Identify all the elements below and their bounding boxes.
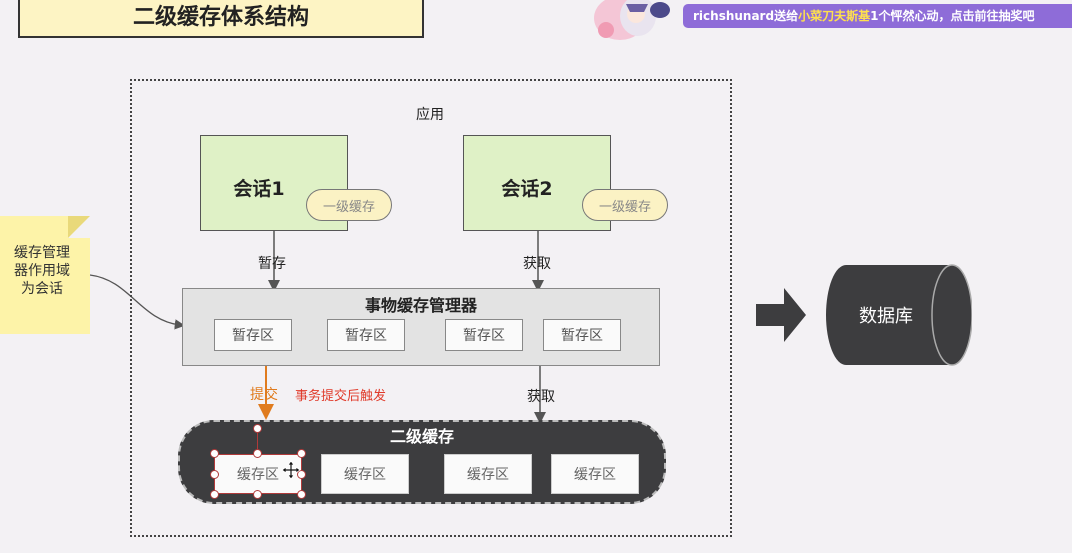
- tx-staging-area-4[interactable]: 暂存区: [543, 319, 621, 351]
- commit-note: 事务提交后触发: [295, 389, 387, 404]
- scope-note-line-1: 缓存管理: [14, 245, 70, 261]
- note-fold: [68, 216, 90, 238]
- move-cursor-icon: [281, 460, 301, 484]
- l2-cache-title: 二级缓存: [389, 427, 454, 446]
- tx-staging-area-1[interactable]: 暂存区: [214, 319, 292, 351]
- rotate-handle-stem: [257, 432, 258, 450]
- gift-banner[interactable]: richshunard送给小菜刀夫斯基1个怦然心动，点击前往抽奖吧: [683, 4, 1072, 28]
- l2-cache-area-3[interactable]: 缓存区: [444, 454, 532, 494]
- banner-gift: 1个怦然心动，点击前往抽奖吧: [870, 9, 1035, 23]
- session-2-arrow-label: 获取: [523, 256, 551, 272]
- database-icon[interactable]: [826, 264, 972, 366]
- l2-cache-area-2[interactable]: 缓存区: [321, 454, 409, 494]
- scope-note-line-3: 为会话: [21, 281, 63, 297]
- tx-staging-area-2[interactable]: 暂存区: [327, 319, 405, 351]
- streamer-avatar: [590, 0, 674, 40]
- commit-label: 提交: [250, 387, 278, 403]
- resize-handle[interactable]: [210, 470, 219, 479]
- tx-staging-area-3[interactable]: 暂存区: [445, 319, 523, 351]
- session-1-l1cache[interactable]: 一级缓存: [306, 189, 392, 221]
- diagram-title: 二级缓存体系结构: [18, 0, 424, 38]
- tx-cache-manager-title: 事物缓存管理器: [364, 296, 477, 315]
- resize-handle[interactable]: [297, 490, 306, 499]
- resize-handle[interactable]: [210, 490, 219, 499]
- session-1-title: 会话1: [233, 178, 285, 200]
- fetch-label: 获取: [527, 389, 555, 405]
- scope-note: 缓存管理 器作用域 为会话: [0, 216, 90, 334]
- session-1-arrow-label: 暂存: [258, 256, 286, 272]
- session-2-l1cache[interactable]: 一级缓存: [582, 189, 668, 221]
- banner-user: richshunard: [693, 9, 775, 23]
- database-label: 数据库: [859, 306, 913, 327]
- resize-handle[interactable]: [297, 449, 306, 458]
- session-2-title: 会话2: [501, 178, 553, 200]
- scope-note-line-2: 器作用域: [14, 263, 70, 279]
- db-arrow: [756, 288, 806, 342]
- note-arrow: [89, 274, 186, 330]
- resize-handle[interactable]: [297, 470, 306, 479]
- application-label: 应用: [416, 107, 444, 123]
- resize-handle[interactable]: [210, 449, 219, 458]
- l2-cache-area-4[interactable]: 缓存区: [551, 454, 639, 494]
- banner-action: 送给: [774, 9, 799, 23]
- application-frame: [130, 79, 732, 537]
- resize-handle[interactable]: [253, 449, 262, 458]
- banner-target: 小菜刀夫斯基: [798, 9, 871, 23]
- resize-handle[interactable]: [253, 490, 262, 499]
